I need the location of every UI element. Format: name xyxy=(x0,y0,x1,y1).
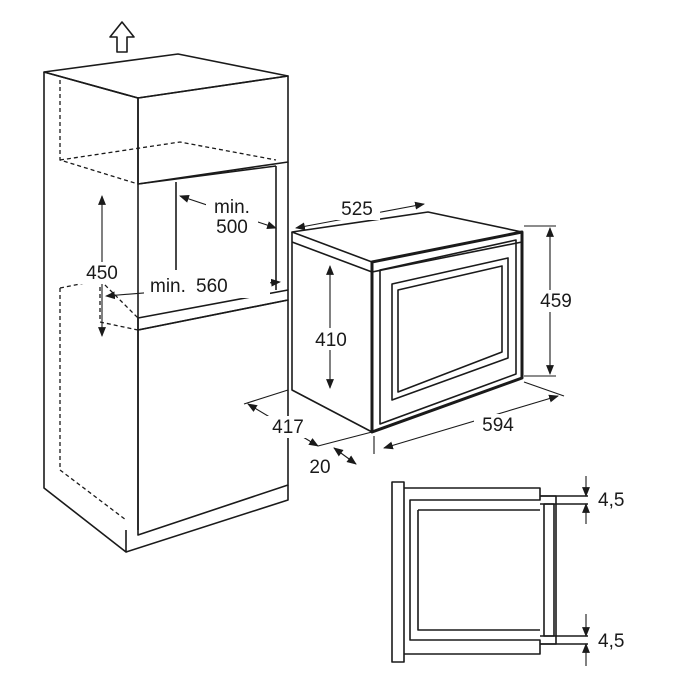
dimension-min-500: min. 500 xyxy=(179,195,277,238)
dimension-594: 594 xyxy=(373,381,565,454)
dimension-min-560: min. 560 xyxy=(105,274,281,300)
section-view xyxy=(391,481,588,663)
label-min-500-value: 500 xyxy=(216,217,248,238)
dimension-525: 525 xyxy=(295,198,425,231)
label-410: 410 xyxy=(315,330,347,351)
dimension-4-5-bottom: 4,5 xyxy=(582,614,624,666)
cabinet xyxy=(43,53,289,553)
label-4-5-top: 4,5 xyxy=(598,490,624,511)
label-417: 417 xyxy=(272,417,304,438)
dimension-417: 417 xyxy=(243,389,319,447)
label-459: 459 xyxy=(540,291,572,312)
oven xyxy=(291,211,524,434)
label-min-500-word: min. xyxy=(214,197,250,218)
dimension-20: 20 xyxy=(309,431,373,478)
dimension-4-5-top: 4,5 xyxy=(582,476,624,524)
dimension-450: 450 xyxy=(80,195,124,337)
label-525: 525 xyxy=(341,199,373,220)
label-20: 20 xyxy=(309,457,330,478)
up-arrow-icon xyxy=(109,21,135,53)
label-min-560-value: 560 xyxy=(196,276,228,297)
label-4-5-bottom: 4,5 xyxy=(598,631,624,652)
label-min-560-word: min. xyxy=(150,276,186,297)
dimension-459: 459 xyxy=(524,225,578,377)
label-450: 450 xyxy=(86,263,118,284)
label-594: 594 xyxy=(482,415,514,436)
dimension-410: 410 xyxy=(308,265,354,389)
